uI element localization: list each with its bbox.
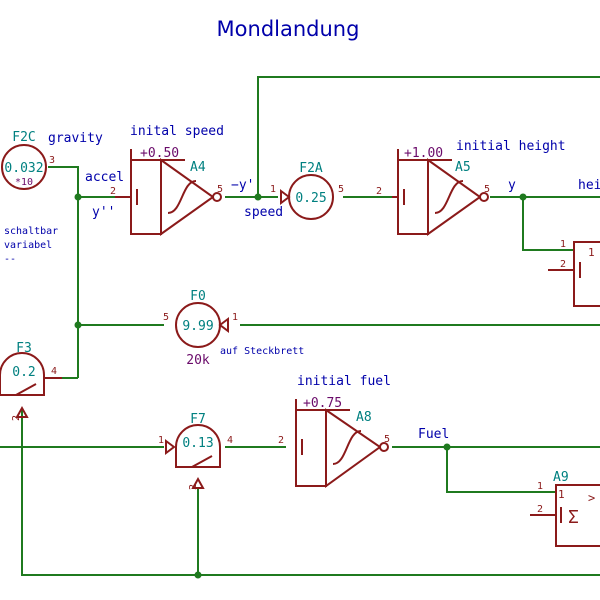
a8-initial-label: initial fuel — [297, 374, 391, 389]
net-label-neg-y-dot: −y' — [231, 178, 254, 193]
a5-initial-value: +1.00 — [404, 146, 443, 161]
a4-ref: A4 — [190, 160, 206, 175]
f2c-coefficient-potentiometer: F2C gravity 0.032 *10 3 — [1, 130, 103, 190]
note-dashes: -- — [4, 254, 16, 265]
f0-ref: F0 — [190, 289, 206, 304]
right-partial-block: 1 2 1 — [548, 239, 600, 307]
f2a-value: 0.25 — [295, 191, 326, 206]
net-label-y-double-dot: y'' — [92, 205, 115, 220]
a8-pin-2: 2 — [278, 435, 284, 446]
a5-initial-label: initial height — [456, 139, 566, 154]
net-label-speed: speed — [244, 205, 283, 220]
f7-pin-2: 2 — [188, 484, 199, 490]
page-title: Mondlandung — [217, 17, 360, 41]
a9-sum-icon: Σ — [568, 507, 579, 528]
a9-in-1: 1 — [558, 488, 565, 501]
right-block-pin-1: 1 — [560, 239, 566, 250]
f7-ref: F7 — [190, 412, 206, 427]
a4-initial-label: inital speed — [130, 124, 224, 139]
a9-ref: A9 — [553, 470, 569, 485]
a8-integrator: initial fuel +0.75 A8 2 5 — [278, 374, 391, 488]
net-label-y: y — [508, 178, 516, 193]
net-label-accel: accel — [85, 170, 124, 185]
f0-subvalue: 20k — [186, 353, 210, 368]
a9-summer: Σ > A9 1 1 2 — [530, 470, 600, 547]
f2a-ref: F2A — [299, 161, 323, 176]
f0-pin-5: 5 — [163, 312, 169, 323]
a5-pin-5: 5 — [484, 184, 490, 195]
a4-initial-value: +0.50 — [140, 146, 179, 161]
f3-pin-4: 4 — [51, 366, 57, 377]
right-block-in-1: 1 — [588, 246, 595, 259]
wires — [0, 76, 600, 576]
net-label-height: heig — [578, 178, 600, 193]
f2c-multiplier: *10 — [15, 177, 33, 188]
f3-value: 0.2 — [12, 365, 35, 380]
net-label-fuel: Fuel — [418, 427, 449, 442]
f2c-ref: F2C — [12, 130, 35, 145]
a5-integrator: initial height +1.00 A5 2 5 — [376, 139, 566, 236]
f2c-label: gravity — [48, 131, 103, 146]
left-notes: schaltbar variabel -- — [4, 226, 58, 265]
note-switchable: schaltbar — [4, 226, 58, 237]
note-variable: variabel — [4, 240, 52, 251]
f2c-value: 0.032 — [4, 161, 43, 176]
f3-switched-potentiometer: F3 0.2 4 2 — [0, 341, 62, 421]
f2a-pin-1: 1 — [270, 184, 276, 195]
f7-value: 0.13 — [182, 436, 213, 451]
f0-note: auf Steckbrett — [220, 346, 304, 357]
f0-pin-1: 1 — [232, 312, 238, 323]
f3-pin-2: 2 — [11, 415, 22, 421]
f2a-pin-5: 5 — [338, 184, 344, 195]
f7-pin-1: 1 — [158, 435, 164, 446]
a8-ref: A8 — [356, 410, 372, 425]
f3-ref: F3 — [16, 341, 32, 356]
a9-chevron-icon: > — [588, 491, 595, 505]
f7-pin-4: 4 — [227, 435, 233, 446]
f2c-pin-3: 3 — [49, 155, 55, 166]
a4-pin-2: 2 — [110, 186, 116, 197]
junctions — [74, 193, 527, 579]
a5-pin-2: 2 — [376, 186, 382, 197]
a5-ref: A5 — [455, 160, 471, 175]
f0-value: 9.99 — [182, 319, 213, 334]
a9-pin-1: 1 — [537, 481, 543, 492]
a8-pin-5: 5 — [384, 434, 390, 445]
a9-pin-2: 2 — [537, 504, 543, 515]
a8-initial-value: +0.75 — [303, 396, 342, 411]
f7-switched-potentiometer: F7 0.13 1 4 2 — [158, 412, 233, 490]
f0-coefficient-potentiometer: F0 9.99 20k auf Steckbrett 5 1 — [163, 289, 304, 368]
a4-pin-5: 5 — [217, 184, 223, 195]
right-block-pin-2: 2 — [560, 259, 566, 270]
a4-integrator: inital speed +0.50 A4 2 5 — [110, 124, 224, 236]
f2a-coefficient-potentiometer: F2A 0.25 1 5 — [270, 161, 344, 220]
